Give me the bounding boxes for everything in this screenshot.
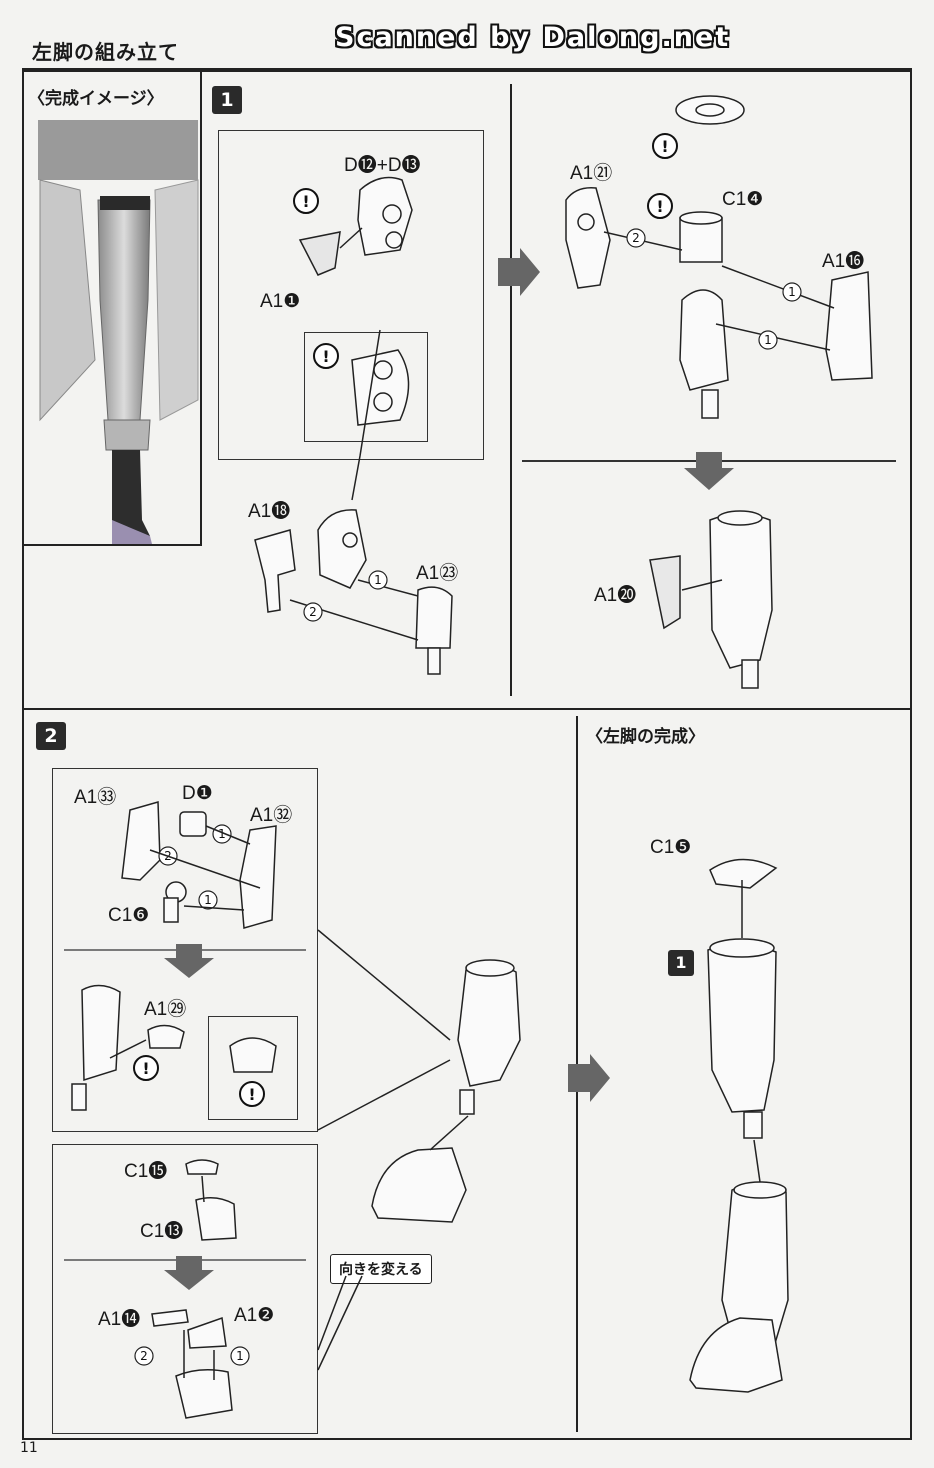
part-label-a1-2: A1❷ <box>234 1305 275 1326</box>
part-label-c1-4: C1❹ <box>722 189 764 210</box>
page-number: 11 <box>20 1440 38 1456</box>
svg-text:!: ! <box>661 137 668 156</box>
step1-detail-box <box>304 332 428 442</box>
step2-lower-box <box>52 1144 318 1434</box>
step1-badge: 1 <box>212 86 242 114</box>
svg-text:2: 2 <box>632 231 640 245</box>
part-label-a1-21: A1㉑ <box>570 163 613 184</box>
part-label-a1-32: A1㉜ <box>250 805 293 826</box>
svg-text:1: 1 <box>374 573 382 587</box>
svg-text:!: ! <box>302 192 309 211</box>
complete-step-badge: 1 <box>668 950 694 976</box>
part-label-a1-20: A1⓴ <box>594 585 637 606</box>
part-label-a1-18: A1⓲ <box>248 501 291 522</box>
header-bar <box>22 28 912 70</box>
svg-text:!: ! <box>142 1059 149 1078</box>
part-label-a1-14: A1⓮ <box>98 1309 141 1330</box>
part-label-a1-16: A1⓰ <box>822 251 865 272</box>
svg-text:1: 1 <box>764 333 772 347</box>
svg-text:!: ! <box>322 347 329 366</box>
page-title: 左脚の組み立て <box>32 40 179 64</box>
svg-text:2: 2 <box>309 605 317 619</box>
preview-title: 〈完成イメージ〉 <box>28 89 164 109</box>
part-label-c1-15: C1⓯ <box>124 1161 168 1182</box>
svg-text:!: ! <box>248 1085 255 1104</box>
scanner-watermark: Scanned by Dalong.net <box>335 22 731 53</box>
part-label-a1-29: A1㉙ <box>144 999 187 1020</box>
part-label-d12-d13: D⓬+D⓭ <box>344 155 421 176</box>
step1-divider <box>510 84 512 696</box>
part-label-c1-5: C1❺ <box>650 837 692 858</box>
step1-sub-box <box>218 130 484 460</box>
svg-text:1: 1 <box>788 285 796 299</box>
svg-text:1: 1 <box>218 827 226 841</box>
svg-text:1: 1 <box>204 893 212 907</box>
step2-detail-box <box>208 1016 298 1120</box>
svg-text:!: ! <box>656 197 663 216</box>
bottom-frame <box>22 708 912 1440</box>
part-label-c1-13: C1⓭ <box>140 1221 184 1242</box>
step2-badge: 2 <box>36 722 66 750</box>
preview-panel <box>22 70 202 546</box>
step2-upper-box <box>52 768 318 1132</box>
part-label-c1-6: C1❻ <box>108 905 150 926</box>
svg-text:2: 2 <box>140 1349 148 1363</box>
part-label-d1: D❶ <box>182 783 213 804</box>
complete-title: 〈左脚の完成〉 <box>586 727 705 747</box>
svg-text:1: 1 <box>236 1349 244 1363</box>
part-label-a1-33: A1㉝ <box>74 787 117 808</box>
part-label-a1-23: A1㉓ <box>416 563 459 584</box>
change-direction-label: 向きを変える <box>330 1254 432 1284</box>
part-label-a1-1: A1❶ <box>260 291 301 312</box>
